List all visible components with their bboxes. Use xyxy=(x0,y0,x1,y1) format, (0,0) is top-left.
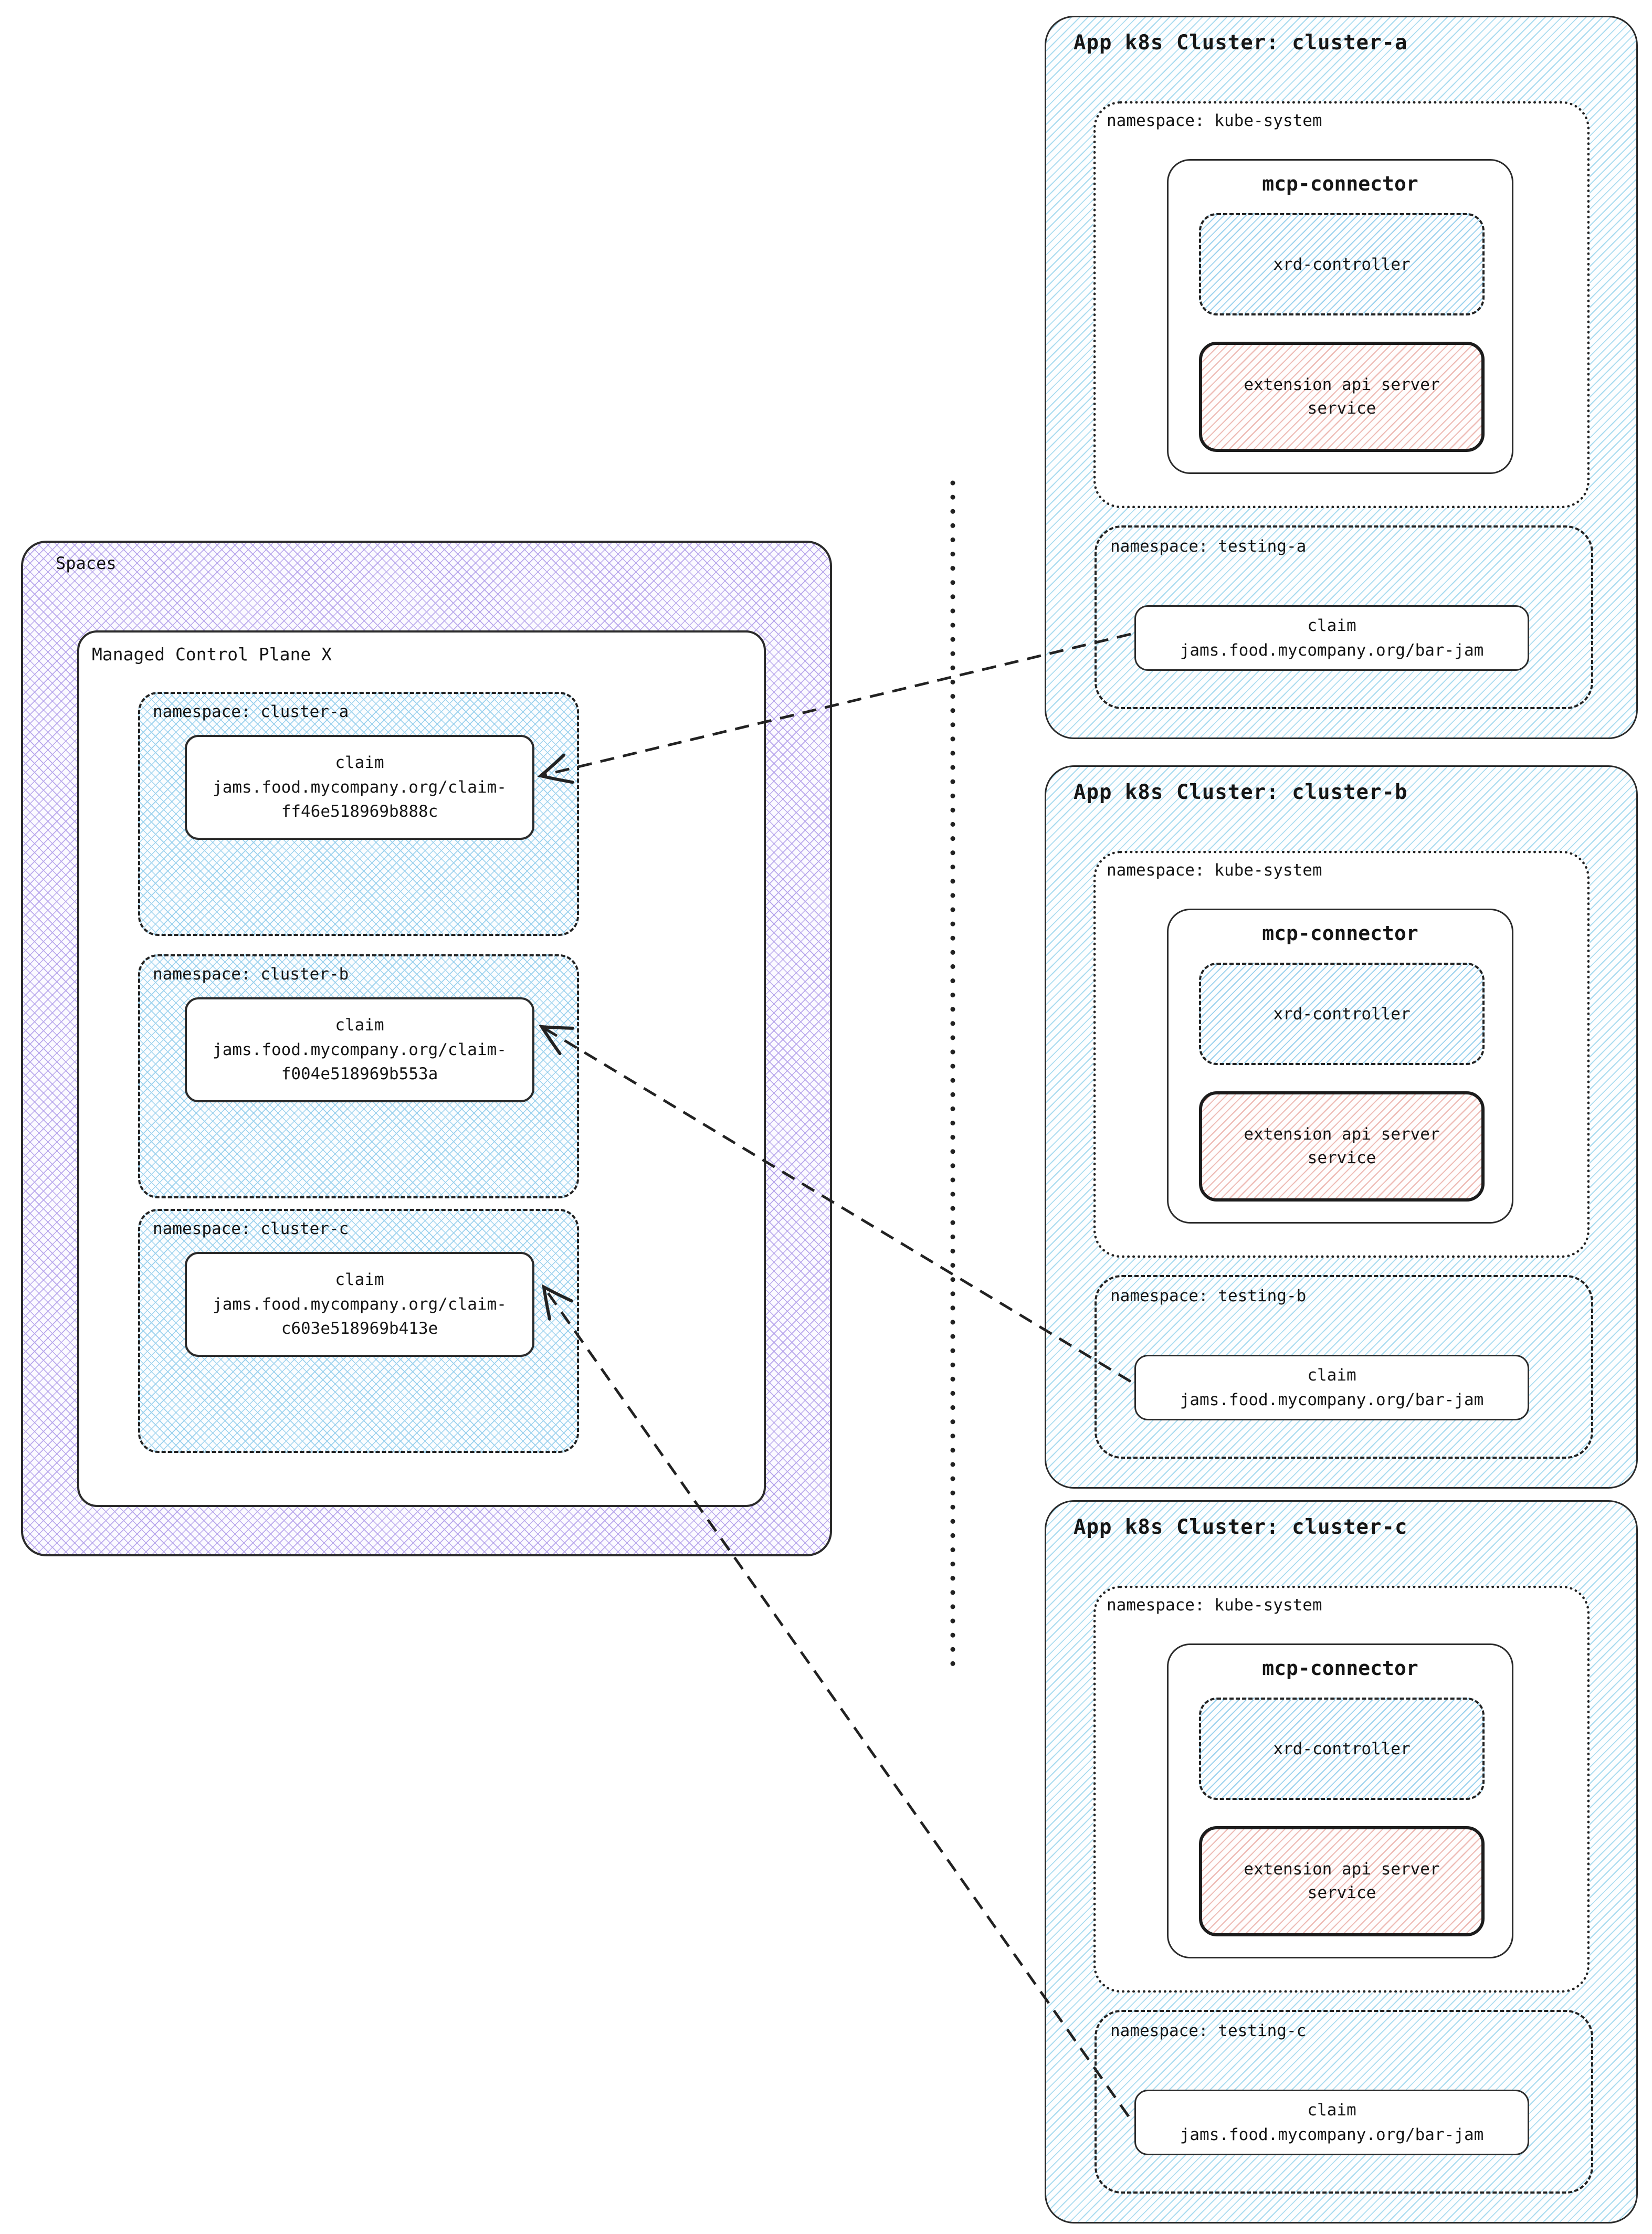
xrd-controller-label: xrd-controller xyxy=(1273,255,1411,274)
claim-name-line1: jams.food.mycompany.org/claim- xyxy=(213,1294,507,1314)
claim-cluster-a-box: claim jams.food.mycompany.org/claim- ff4… xyxy=(185,735,534,840)
cluster-a-kube-system-box: namespace: kube-system mcp-connector xrd… xyxy=(1093,101,1590,508)
claim-name-line2: c603e518969b413e xyxy=(281,1319,438,1339)
claim-name: jams.food.mycompany.org/bar-jam xyxy=(1180,2125,1484,2144)
testing-b-claim-box: claim jams.food.mycompany.org/bar-jam xyxy=(1134,1355,1529,1420)
app-k8s-cluster-c-box: App k8s Cluster: cluster-c namespace: ku… xyxy=(1045,1500,1638,2224)
claim-title: claim xyxy=(335,1016,384,1035)
xrd-controller-label: xrd-controller xyxy=(1273,1739,1411,1758)
claim-cluster-c-box: claim jams.food.mycompany.org/claim- c60… xyxy=(185,1252,534,1357)
cluster-b-namespace-testing-box: namespace: testing-b claim jams.food.myc… xyxy=(1095,1275,1593,1459)
extension-api-line2: service xyxy=(1307,399,1376,418)
testing-b-label: namespace: testing-b xyxy=(1110,1287,1307,1305)
claim-title: claim xyxy=(1307,616,1356,635)
cluster-c-kube-system-box: namespace: kube-system mcp-connector xrd… xyxy=(1093,1586,1590,1993)
spaces-label: Spaces xyxy=(56,553,117,573)
spaces-box: Spaces Managed Control Plane X namespace… xyxy=(21,541,832,1556)
claim-name-line2: f004e518969b553a xyxy=(281,1065,438,1084)
claim-name: jams.food.mycompany.org/bar-jam xyxy=(1180,640,1484,660)
kube-system-label: namespace: kube-system xyxy=(1107,1596,1322,1615)
cluster-a-namespace-testing-box: namespace: testing-a claim jams.food.myc… xyxy=(1095,525,1593,709)
namespace-cluster-c-box: namespace: cluster-c claim jams.food.myc… xyxy=(138,1209,579,1453)
testing-a-label: namespace: testing-a xyxy=(1110,537,1307,556)
mcp-connector-label: mcp-connector xyxy=(1262,1657,1418,1680)
app-k8s-cluster-a-box: App k8s Cluster: cluster-a namespace: ku… xyxy=(1045,16,1638,739)
claim-name-line1: jams.food.mycompany.org/claim- xyxy=(213,777,507,797)
extension-api-line2: service xyxy=(1307,1148,1376,1167)
mcp-connector-label: mcp-connector xyxy=(1262,172,1418,195)
testing-c-claim-box: claim jams.food.mycompany.org/bar-jam xyxy=(1134,2090,1529,2155)
kube-system-label: namespace: kube-system xyxy=(1107,111,1322,130)
claim-name-line1: jams.food.mycompany.org/claim- xyxy=(213,1040,507,1059)
xrd-controller-label: xrd-controller xyxy=(1273,1004,1411,1024)
cluster-c-title: App k8s Cluster: cluster-c xyxy=(1074,1515,1408,1539)
namespace-cluster-b-label: namespace: cluster-b xyxy=(153,965,349,984)
testing-c-label: namespace: testing-c xyxy=(1110,2021,1307,2040)
cluster-b-xrd-controller-box: xrd-controller xyxy=(1199,963,1485,1065)
cluster-a-title: App k8s Cluster: cluster-a xyxy=(1074,31,1408,55)
app-k8s-cluster-b-box: App k8s Cluster: cluster-b namespace: ku… xyxy=(1045,765,1638,1489)
extension-api-line1: extension api server xyxy=(1244,1860,1440,1879)
mcp-connector-label: mcp-connector xyxy=(1262,922,1418,945)
cluster-c-xrd-controller-box: xrd-controller xyxy=(1199,1698,1485,1800)
claim-title: claim xyxy=(335,753,384,773)
cluster-a-extension-api-server-box: extension api server service xyxy=(1199,342,1485,452)
cluster-c-mcp-connector-box: mcp-connector xrd-controller extension a… xyxy=(1167,1643,1513,1958)
extension-api-line1: extension api server xyxy=(1244,375,1440,395)
managed-control-plane-box: Managed Control Plane X namespace: clust… xyxy=(77,630,766,1507)
namespace-cluster-b-box: namespace: cluster-b claim jams.food.myc… xyxy=(138,954,579,1198)
cluster-b-kube-system-box: namespace: kube-system mcp-connector xrd… xyxy=(1093,851,1590,1258)
namespace-cluster-a-label: namespace: cluster-a xyxy=(153,702,349,721)
managed-control-plane-label: Managed Control Plane X xyxy=(92,644,332,665)
claim-title: claim xyxy=(1307,1366,1356,1385)
claim-name: jams.food.mycompany.org/bar-jam xyxy=(1180,1390,1484,1409)
testing-a-claim-box: claim jams.food.mycompany.org/bar-jam xyxy=(1134,605,1529,671)
extension-api-line2: service xyxy=(1307,1883,1376,1902)
kube-system-label: namespace: kube-system xyxy=(1107,861,1322,880)
cluster-b-mcp-connector-box: mcp-connector xrd-controller extension a… xyxy=(1167,909,1513,1224)
claim-cluster-b-box: claim jams.food.mycompany.org/claim- f00… xyxy=(185,997,534,1102)
extension-api-line1: extension api server xyxy=(1244,1125,1440,1144)
cluster-a-xrd-controller-box: xrd-controller xyxy=(1199,213,1485,315)
cluster-a-mcp-connector-box: mcp-connector xrd-controller extension a… xyxy=(1167,159,1513,474)
namespace-cluster-c-label: namespace: cluster-c xyxy=(153,1219,349,1238)
namespace-cluster-a-box: namespace: cluster-a claim jams.food.myc… xyxy=(138,692,579,936)
claim-name-line2: ff46e518969b888c xyxy=(281,802,438,821)
cluster-b-extension-api-server-box: extension api server service xyxy=(1199,1091,1485,1202)
cluster-b-title: App k8s Cluster: cluster-b xyxy=(1074,781,1408,804)
claim-title: claim xyxy=(1307,2101,1356,2120)
cluster-c-namespace-testing-box: namespace: testing-c claim jams.food.myc… xyxy=(1095,2010,1593,2194)
claim-title: claim xyxy=(335,1270,384,1290)
cluster-c-extension-api-server-box: extension api server service xyxy=(1199,1826,1485,1936)
